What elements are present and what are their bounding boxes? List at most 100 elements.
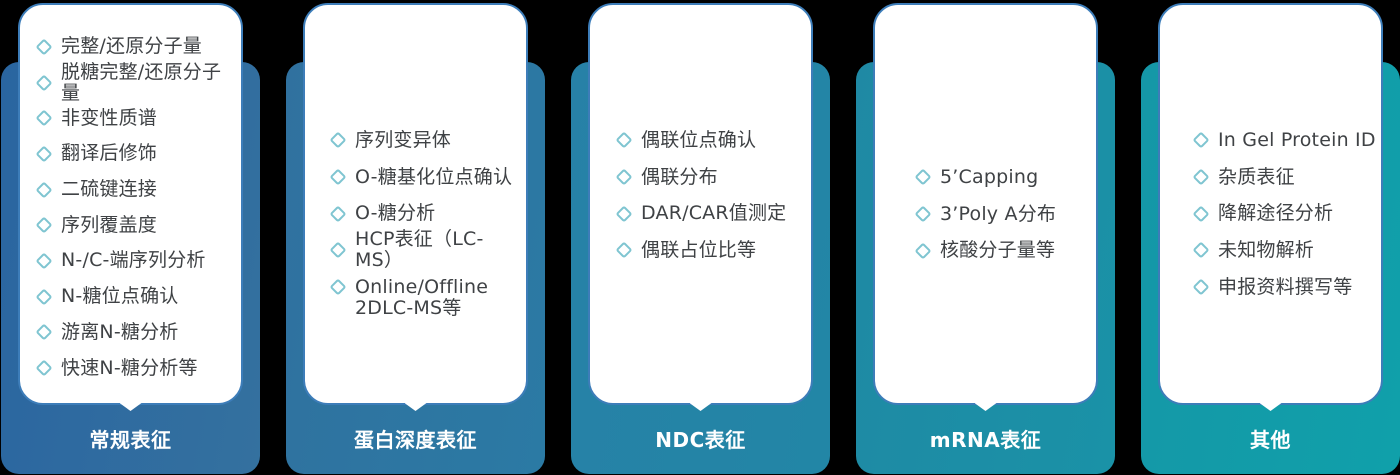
card-label: 蛋白深度表征: [354, 428, 477, 452]
list-item-text: 未知物解析: [1218, 238, 1315, 261]
list-item-text: 3’Poly A分布: [940, 202, 1057, 225]
list-item: 申报资料撰写等: [1192, 269, 1377, 306]
card-label: 其他: [1250, 428, 1291, 452]
diamond-icon: [35, 108, 52, 129]
diamond-icon: [615, 167, 632, 188]
list-item: 非变性质谱: [35, 100, 237, 136]
card-body: 偶联位点确认 偶联分布 DAR/CAR值测定 偶联占位比等: [588, 3, 813, 411]
list-item-text: In Gel Protein ID: [1218, 128, 1376, 151]
list-item: 游离N-糖分析: [35, 315, 237, 351]
list-item-text: Online/Offline 2DLC-MS等: [355, 275, 489, 319]
diamond-icon: [35, 179, 52, 200]
list-item: 偶联占位比等: [615, 232, 807, 269]
list-item: N-糖位点确认: [35, 279, 237, 315]
diamond-icon: [329, 130, 346, 151]
card-routine-characterization: 完整/还原分子量 脱糖完整/还原分子量 非变性质谱 翻译后修饰 二硫键连接 序列…: [0, 0, 273, 475]
list-item-text: 序列覆盖度: [61, 213, 158, 236]
list-item: 偶联分布: [615, 159, 807, 196]
card-ndc-characterization: 偶联位点确认 偶联分布 DAR/CAR值测定 偶联占位比等 NDC表征: [558, 0, 843, 475]
diamond-icon: [35, 143, 52, 164]
diamond-icon: [35, 215, 52, 236]
list-item-text: DAR/CAR值测定: [641, 202, 787, 225]
list-item-text: HCP表征（LC-MS）: [355, 228, 484, 272]
list-item: 序列覆盖度: [35, 207, 237, 243]
list-item: 偶联位点确认: [615, 122, 807, 159]
diamond-icon: [615, 130, 632, 151]
list-item: In Gel Protein ID: [1192, 122, 1377, 159]
card-label: mRNA表征: [929, 428, 1042, 452]
list-item-text: 降解途径分析: [1218, 202, 1334, 225]
list-item-text: 脱糖完整/还原分子量: [61, 60, 222, 104]
list-item: 降解途径分析: [1192, 195, 1377, 232]
card-list: 完整/还原分子量 脱糖完整/还原分子量 非变性质谱 翻译后修饰 二硫键连接 序列…: [35, 29, 237, 386]
card-protein-deep-characterization: 序列变异体 O-糖基化位点确认 O-糖分析 HCP表征（LC-MS） Onlin…: [273, 0, 558, 475]
list-item-text: N-/C-端序列分析: [61, 249, 206, 272]
diamond-icon: [329, 203, 346, 224]
card-pointer-notch: [974, 401, 997, 411]
list-item-text: N-糖位点确认: [61, 285, 179, 308]
list-item: 翻译后修饰: [35, 136, 237, 172]
diamond-icon: [35, 36, 52, 57]
list-item-text: 偶联占位比等: [641, 238, 757, 261]
list-item: 二硫键连接: [35, 172, 237, 208]
list-item-text: 翻译后修饰: [61, 142, 158, 165]
card-body: 5’Capping 3’Poly A分布 核酸分子量等: [873, 3, 1098, 411]
list-item: 杂质表征: [1192, 159, 1377, 196]
diamond-icon: [329, 277, 346, 298]
diamond-icon: [35, 72, 52, 93]
list-item: 核酸分子量等: [914, 232, 1092, 269]
list-item-text: 序列变异体: [355, 128, 452, 151]
list-item-text: 完整/还原分子量: [61, 35, 203, 58]
list-item-text: 核酸分子量等: [940, 239, 1056, 262]
list-item: O-糖基化位点确认: [329, 159, 522, 196]
diamond-icon: [1192, 203, 1209, 224]
card-label: 常规表征: [89, 428, 172, 452]
diamond-icon: [914, 167, 931, 188]
card-list: 5’Capping 3’Poly A分布 核酸分子量等: [914, 159, 1092, 269]
list-item-text: 非变性质谱: [61, 106, 158, 129]
diamond-icon: [35, 250, 52, 271]
list-item-text: 申报资料撰写等: [1218, 275, 1353, 298]
diamond-icon: [1192, 130, 1209, 151]
list-item: 3’Poly A分布: [914, 196, 1092, 233]
diamond-icon: [1192, 277, 1209, 298]
card-list: 偶联位点确认 偶联分布 DAR/CAR值测定 偶联占位比等: [615, 122, 807, 269]
card-body: 完整/还原分子量 脱糖完整/还原分子量 非变性质谱 翻译后修饰 二硫键连接 序列…: [18, 3, 243, 411]
diamond-icon: [615, 203, 632, 224]
list-item: DAR/CAR值测定: [615, 195, 807, 232]
card-body: In Gel Protein ID 杂质表征 降解途径分析 未知物解析 申报资料…: [1158, 3, 1383, 411]
diamond-icon: [1192, 240, 1209, 261]
list-item: HCP表征（LC-MS）: [329, 228, 522, 272]
card-pointer-notch: [404, 401, 427, 411]
diamond-icon: [35, 358, 52, 379]
card-pointer-notch: [1259, 401, 1282, 411]
list-item: Online/Offline 2DLC-MS等: [329, 269, 522, 319]
list-item: 快速N-糖分析等: [35, 350, 237, 386]
diamond-icon: [329, 167, 346, 188]
list-item-text: 二硫键连接: [61, 178, 158, 201]
list-item-text: O-糖分析: [355, 202, 436, 225]
card-pointer-notch: [119, 401, 142, 411]
diamond-icon: [914, 240, 931, 261]
diamond-icon: [35, 286, 52, 307]
card-list: 序列变异体 O-糖基化位点确认 O-糖分析 HCP表征（LC-MS） Onlin…: [329, 122, 522, 319]
card-mrna-characterization: 5’Capping 3’Poly A分布 核酸分子量等 mRNA表征: [843, 0, 1128, 475]
card-other: In Gel Protein ID 杂质表征 降解途径分析 未知物解析 申报资料…: [1128, 0, 1400, 475]
list-item: 完整/还原分子量: [35, 29, 237, 65]
list-item-text: 快速N-糖分析等: [61, 356, 198, 379]
card-pointer-notch: [689, 401, 712, 411]
card-label: NDC表征: [655, 428, 746, 452]
list-item: 5’Capping: [914, 159, 1092, 196]
list-item: N-/C-端序列分析: [35, 243, 237, 279]
card-body: 序列变异体 O-糖基化位点确认 O-糖分析 HCP表征（LC-MS） Onlin…: [303, 3, 528, 411]
list-item-text: 杂质表征: [1218, 165, 1295, 188]
card-list: In Gel Protein ID 杂质表征 降解途径分析 未知物解析 申报资料…: [1192, 122, 1377, 305]
diamond-icon: [914, 204, 931, 225]
diamond-icon: [615, 240, 632, 261]
list-item: O-糖分析: [329, 195, 522, 232]
list-item-text: 偶联位点确认: [641, 128, 757, 151]
diamond-icon: [329, 240, 346, 261]
list-item: 序列变异体: [329, 122, 522, 159]
list-item: 脱糖完整/还原分子量: [35, 60, 237, 104]
list-item-text: O-糖基化位点确认: [355, 165, 513, 188]
